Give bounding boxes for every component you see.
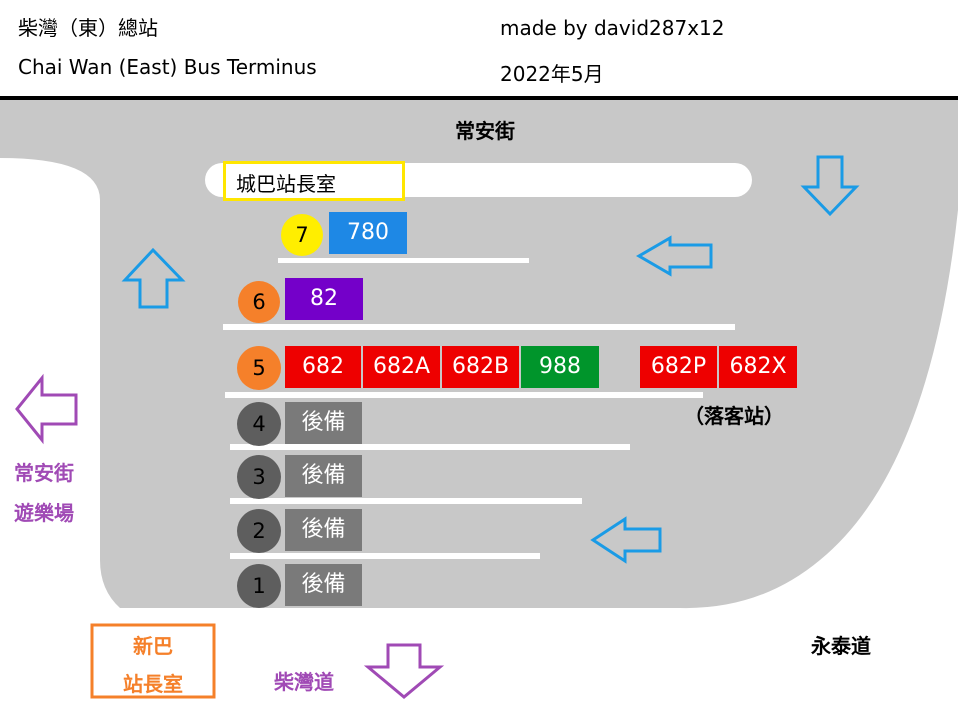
route-682a: 682A [363, 346, 440, 388]
platform-line-2 [230, 553, 540, 559]
nwfb-office-box [90, 623, 216, 699]
platform-line-4 [230, 444, 630, 450]
route-988: 988 [521, 346, 599, 388]
street-left-1: 常安街 [14, 461, 74, 485]
route-82: 82 [285, 278, 363, 320]
citybus-office-label: 城巴站長室 [236, 172, 336, 196]
date-text: 2022年5月 [500, 62, 604, 86]
route-reserve-2: 後備 [285, 509, 362, 551]
route-682b: 682B [442, 346, 519, 388]
bay-3-badge: 3 [237, 455, 281, 499]
street-top: 常安街 [455, 119, 515, 143]
platform-line-5 [225, 392, 703, 398]
platform-line-3 [230, 498, 582, 504]
credit-text: made by david287x12 [500, 16, 725, 40]
street-left-2: 遊樂場 [14, 501, 74, 525]
route-682: 682 [285, 346, 361, 388]
route-reserve-1: 後備 [285, 564, 362, 606]
platform-line-7 [278, 258, 529, 263]
route-reserve-3: 後備 [285, 455, 362, 497]
arrow-left-icon [590, 516, 662, 564]
nwfb-office-label-2: 站長室 [123, 672, 183, 696]
route-682p: 682P [640, 346, 717, 388]
alighting-label: （落客站） [684, 404, 784, 428]
header-divider [0, 96, 958, 100]
arrow-left-icon [15, 373, 78, 445]
bay-4-badge: 4 [237, 402, 281, 446]
arrow-down-icon [800, 155, 860, 217]
route-682x: 682X [719, 346, 797, 388]
street-bottom: 柴灣道 [274, 670, 334, 694]
arrow-down-icon [363, 643, 445, 699]
arrow-up-icon [121, 247, 186, 309]
platform-line-6 [223, 324, 735, 330]
citybus-office: 城巴站長室 [223, 161, 405, 201]
street-right: 永泰道 [811, 634, 871, 658]
nwfb-office-label-1: 新巴 [133, 634, 173, 658]
bay-6-badge: 6 [238, 281, 280, 323]
arrow-left-icon [636, 235, 713, 277]
bay-1-badge: 1 [237, 564, 281, 608]
title-zh: 柴灣（東）總站 [18, 16, 158, 40]
route-reserve-4: 後備 [285, 402, 362, 444]
bay-7-badge: 7 [281, 214, 323, 256]
route-780: 780 [329, 212, 407, 254]
bay-5-badge: 5 [237, 346, 281, 390]
title-en: Chai Wan (East) Bus Terminus [18, 55, 317, 79]
bay-2-badge: 2 [237, 509, 281, 553]
